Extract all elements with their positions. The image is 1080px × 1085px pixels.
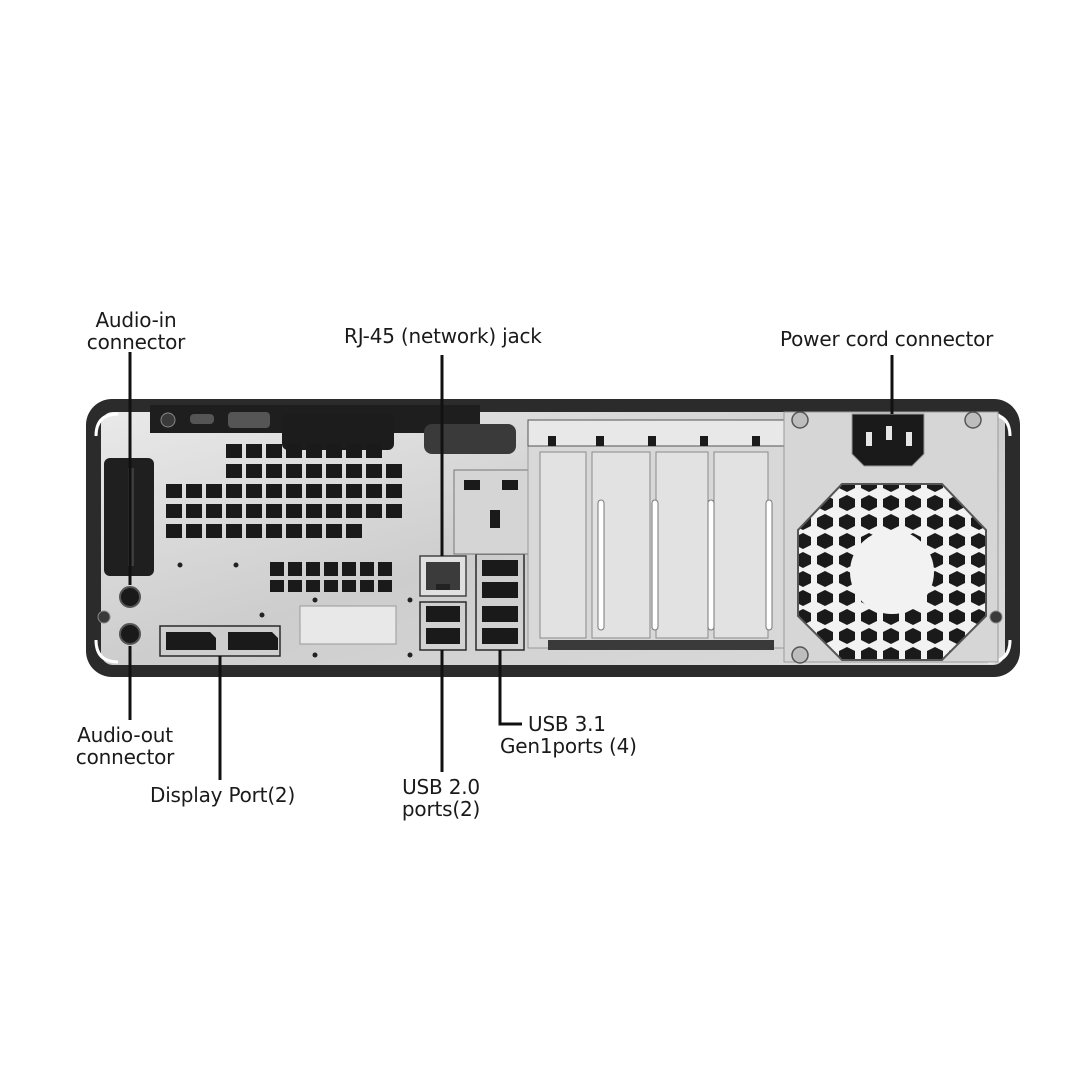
kensington-slot <box>228 412 270 428</box>
top-screw-hole <box>160 412 176 428</box>
expansion-slot-openings <box>597 499 773 631</box>
io-cage-slot <box>502 480 518 490</box>
label-line: connector <box>75 745 175 769</box>
power-cord-label: Power cord connector <box>780 327 994 351</box>
label-line: Audio-in <box>95 308 177 332</box>
mounting-dots <box>177 427 775 658</box>
fan-hub <box>850 530 934 614</box>
expansion-bottom-bar <box>548 640 774 650</box>
usb20-port-1 <box>426 606 460 622</box>
label-line: connector <box>86 330 186 354</box>
usb31-port-3 <box>482 606 518 622</box>
io-cage-slot <box>490 510 500 528</box>
usb31-port-1 <box>482 560 518 576</box>
psu-screw <box>791 646 809 664</box>
label-line: USB 3.1 <box>528 712 606 736</box>
usb31-label: USB 3.1 Gen1ports (4) <box>500 713 637 757</box>
chassis-screw <box>97 610 111 624</box>
vent-grid <box>166 444 402 592</box>
lock-slot <box>190 414 214 424</box>
callout-lines <box>128 352 894 780</box>
handle <box>282 414 394 450</box>
display-port-left <box>166 632 216 650</box>
power-pin <box>886 426 892 440</box>
label-line: Audio-out <box>77 723 173 747</box>
label-line: ports(2) <box>401 797 481 821</box>
rj45-clip <box>436 584 450 590</box>
label-line: Gen1ports (4) <box>500 734 637 758</box>
audio-in-label: Audio-in connector <box>74 309 198 353</box>
io-cage-slot <box>464 480 480 490</box>
power-pin <box>906 432 912 446</box>
blank-plate <box>299 605 397 645</box>
label-line: USB 2.0 <box>402 775 480 799</box>
usb31-port-2 <box>482 582 518 598</box>
display-port-label: Display Port(2) <box>150 783 296 807</box>
usb20-port-2 <box>426 628 460 644</box>
display-port-right <box>228 632 278 650</box>
usb20-label: USB 2.0 ports(2) <box>396 776 486 820</box>
rj45-label: RJ-45 (network) jack <box>344 324 542 348</box>
blue-tab <box>424 424 516 454</box>
psu-screw <box>791 411 809 429</box>
psu-screw <box>964 411 982 429</box>
expansion-retainer-notches <box>548 436 760 446</box>
usb31-port-4 <box>482 628 518 644</box>
audio-in-jack <box>119 586 141 608</box>
chassis-screw <box>989 610 1003 624</box>
audio-out-jack <box>119 623 141 645</box>
frame-corner <box>94 639 119 664</box>
audio-out-label: Audio-out connector <box>60 724 190 768</box>
power-pin <box>866 432 872 446</box>
frame-corner <box>94 412 119 437</box>
